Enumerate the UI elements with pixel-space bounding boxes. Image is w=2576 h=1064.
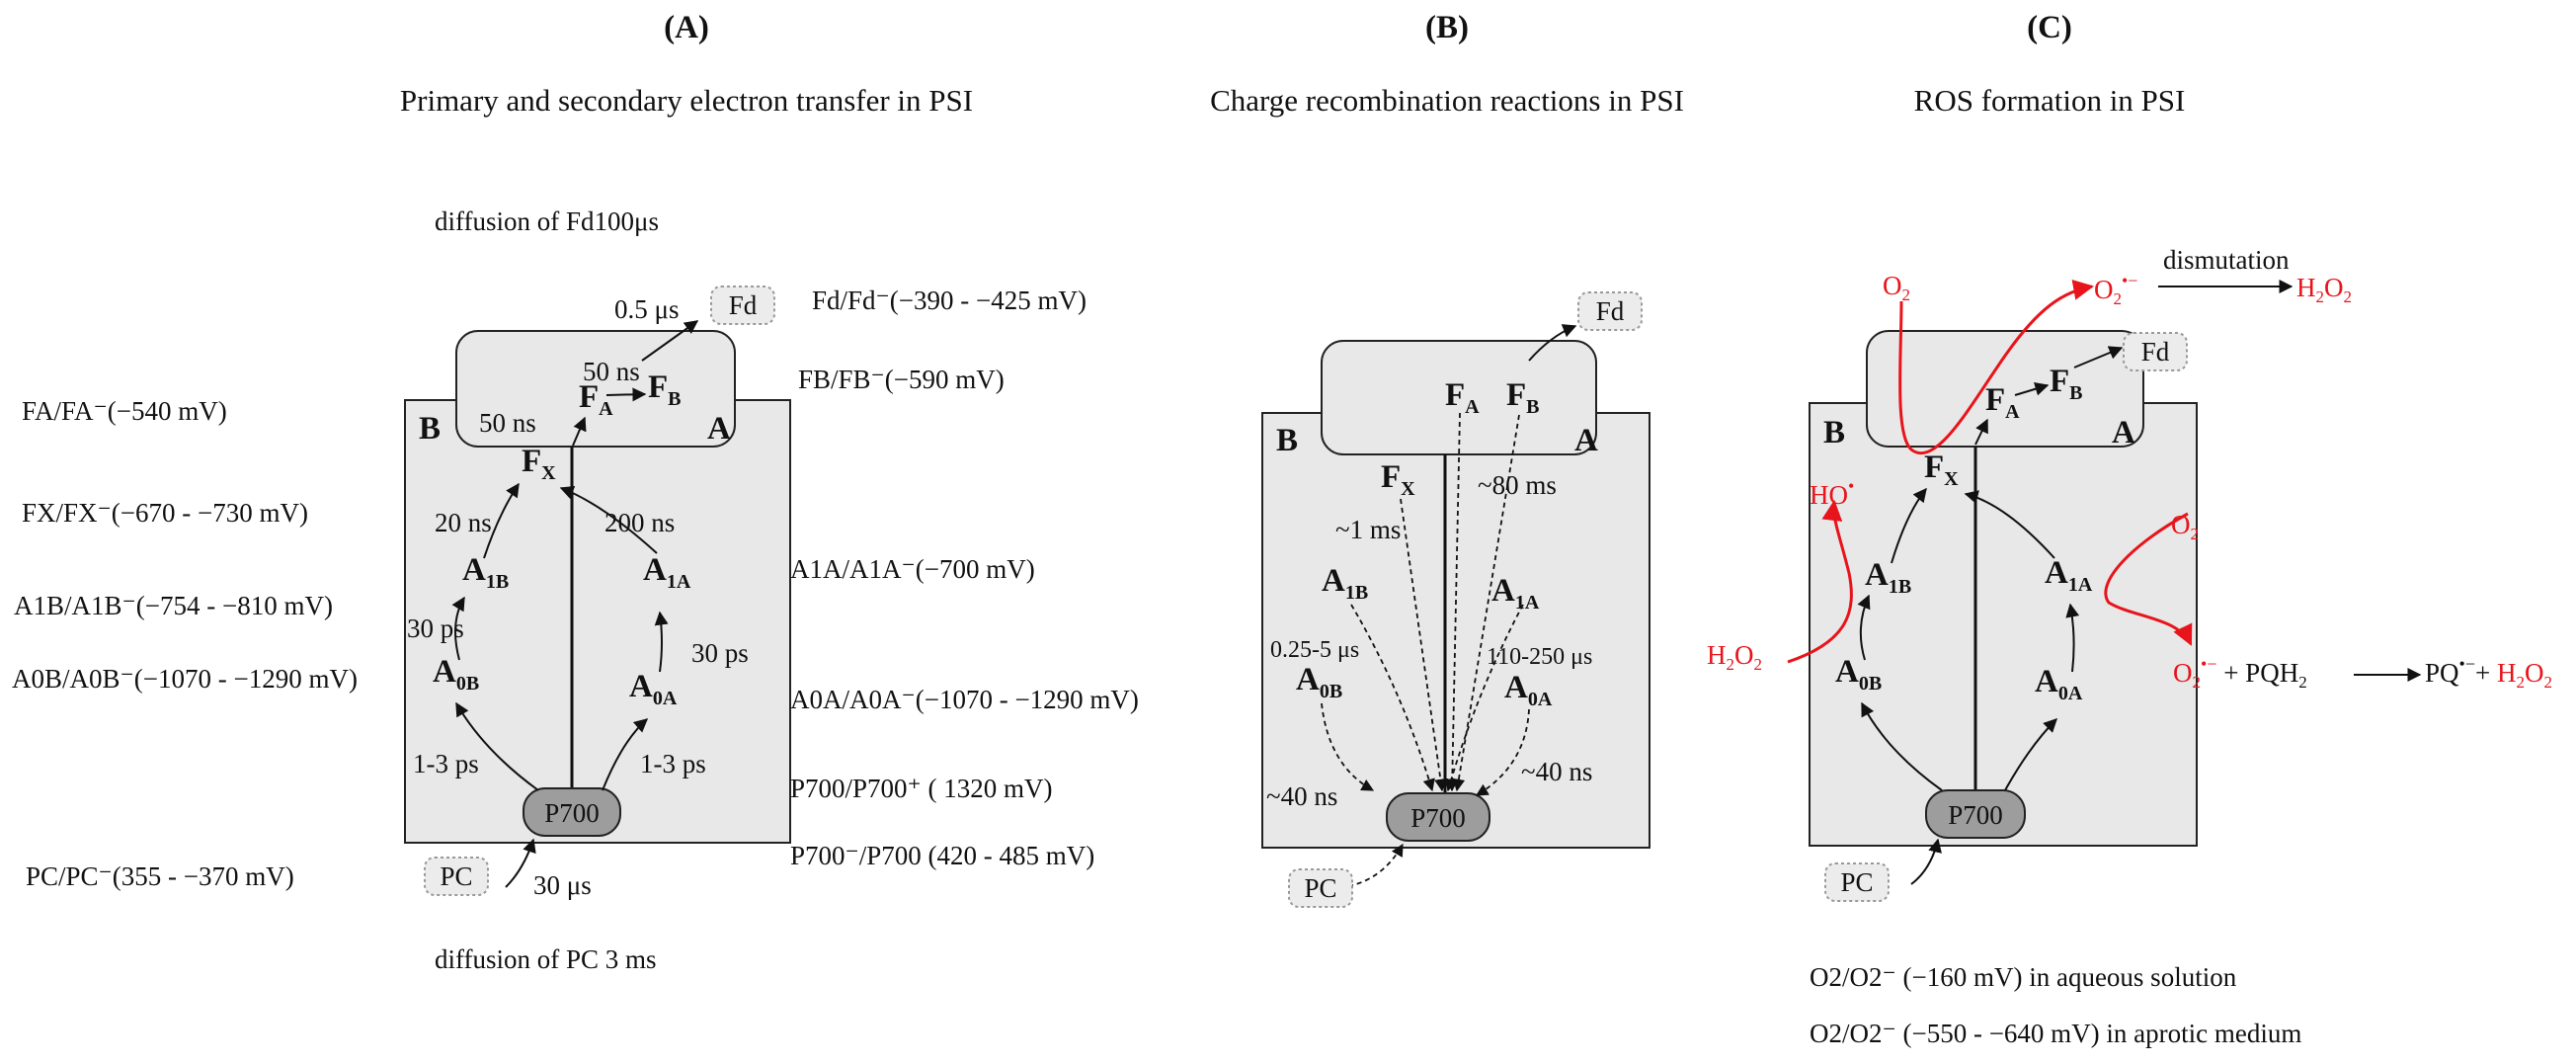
h2o2-top: H2O2 (2296, 273, 2352, 306)
time-40ns-left: ~40 ns (1266, 781, 1337, 811)
potential-a0b: A0B/A0B⁻(−1070 - −1290 mV) (12, 664, 358, 694)
time-fd: 0.5 μs (614, 294, 679, 324)
fd-label-a: Fd (729, 290, 758, 320)
potential-fd: Fd/Fd⁻(−390 - −425 mV) (812, 286, 1087, 315)
potential-a0a: A0A/A0A⁻(−1070 - −1290 mV) (790, 685, 1139, 714)
svg-text:A1B: A1B (1322, 563, 1368, 604)
time-a-us: 110-250 μs (1487, 644, 1592, 670)
time-80ms: ~80 ms (1478, 470, 1557, 500)
redox-aqueous: O2/O2⁻ (−160 mV) in aqueous solution (1810, 962, 2237, 992)
o2-reduction-path-top (1898, 279, 2095, 455)
pq-products: PQ•−+ H2O2 (2425, 654, 2552, 692)
psi-box-c (1809, 402, 2198, 847)
side-b-label-a: B (419, 411, 441, 447)
side-b-label-b: B (1276, 423, 1298, 458)
h2o2-to-ho-path (1787, 499, 1853, 664)
time-a0b-a1b: 30 ps (407, 614, 464, 643)
svg-text:FA: FA (1985, 382, 2020, 423)
dismutation-label: dismutation (2163, 245, 2290, 275)
p700-label-a: P700 (544, 798, 600, 828)
time-p-a0b: 1-3 ps (413, 749, 479, 778)
h2o2-left: H2O2 (1707, 640, 1762, 674)
pc-label-c: PC (1840, 867, 1873, 897)
potential-fx: FX/FX⁻(−670 - −730 mV) (22, 498, 308, 528)
fd-label-c: Fd (2141, 337, 2170, 367)
diffusion-pc: diffusion of PC 3 ms (435, 944, 657, 974)
potential-fb: FB/FB⁻(−590 mV) (798, 365, 1005, 394)
p700-box-a (523, 787, 621, 837)
time-fa-fb: 50 ns (583, 357, 640, 386)
p700-box-c (1925, 789, 2026, 839)
time-1ms: ~1 ms (1335, 515, 1401, 544)
pc-box-a (424, 857, 489, 896)
potential-pc: PC/PC⁻(355 - −370 mV) (26, 861, 294, 891)
o2-top: O2 (1883, 271, 1910, 304)
fd-box-c (2123, 332, 2188, 371)
p700-label-c: P700 (1948, 800, 2003, 830)
time-fx-fa: 50 ns (479, 408, 536, 438)
time-a1b-fx: 20 ns (435, 508, 492, 537)
panel-b: P700 B A FA FB FX A1B A1A A0B A0A Fd PC … (1261, 291, 1650, 908)
fe-s-box-c (1866, 330, 2144, 448)
potential-a1a: A1A/A1A⁻(−700 mV) (790, 554, 1035, 584)
panel-a: P700 B A FX FA FB A1B A1A A0B A0A Fd PC … (12, 206, 1139, 974)
potential-p700-a: P700/P700⁺ ( 1320 mV) (790, 774, 1053, 803)
panel-b-title: Charge recombination reactions in PSI (1210, 83, 1684, 118)
panel-c: P700 B A FX FA FB A1B A1A A0B A0A Fd PC … (1707, 245, 2552, 1048)
psi-box-a (404, 399, 791, 844)
time-p-a0a: 1-3 ps (640, 749, 706, 778)
side-a-label-a: A (707, 411, 731, 447)
time-a1a-fx: 200 ns (604, 508, 675, 537)
fd-box-b (1577, 291, 1643, 331)
pc-label-a: PC (440, 861, 472, 891)
side-a-label-b: A (1574, 423, 1598, 458)
svg-text:A0A: A0A (629, 669, 678, 709)
o2-radical-top: O2•− (2094, 271, 2137, 308)
pc-box-c (1824, 862, 1890, 902)
p700-label-b: P700 (1410, 803, 1466, 833)
pq-reaction: O2•− + PQH2 (2173, 654, 2307, 692)
fe-s-box-a (455, 330, 736, 448)
potential-a1b: A1B/A1B⁻(−754 - −810 mV) (14, 591, 333, 620)
side-a-label-c: A (2112, 415, 2135, 450)
panel-c-title: ROS formation in PSI (1914, 83, 2186, 118)
panel-a-title: Primary and secondary electron transfer … (400, 83, 973, 118)
fd-box-a (710, 286, 775, 325)
time-b-us: 0.25-5 μs (1270, 637, 1359, 663)
ho-radical: HO• (1810, 476, 1854, 510)
panel-b-letter: (B) (1425, 10, 1469, 45)
time-40ns-right: ~40 ns (1521, 757, 1592, 786)
panel-a-letter: (A) (664, 10, 709, 45)
diffusion-fd: diffusion of Fd100μs (435, 206, 659, 236)
pc-box-b (1288, 868, 1353, 908)
p700-box-b (1386, 792, 1490, 842)
redox-aprotic: O2/O2⁻ (−550 - −640 mV) in aprotic mediu… (1810, 1019, 2301, 1048)
potential-p700-b: P700⁻/P700 (420 - 485 mV) (790, 841, 1094, 870)
potential-fa: FA/FA⁻(−540 mV) (22, 396, 227, 426)
time-pc: 30 μs (533, 870, 592, 900)
svg-text:A0B: A0B (1296, 662, 1342, 702)
fd-label-b: Fd (1596, 296, 1625, 326)
svg-text:FA: FA (1445, 377, 1480, 418)
time-a0a-a1a: 30 ps (691, 638, 749, 668)
pc-label-b: PC (1304, 873, 1336, 903)
panel-c-letter: (C) (2027, 10, 2072, 45)
side-b-label-c: B (1823, 415, 1845, 450)
o2-reduction-path-right (2104, 512, 2193, 646)
svg-text:A1B: A1B (1865, 557, 1911, 598)
fe-s-box-b (1321, 340, 1597, 455)
